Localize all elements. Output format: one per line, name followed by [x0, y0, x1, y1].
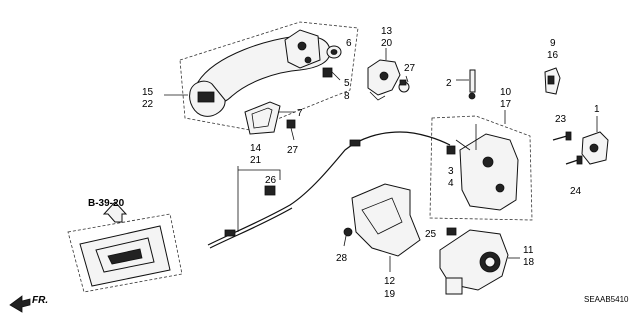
- callout-9: 9: [550, 38, 556, 49]
- callout-1: 1: [594, 104, 600, 115]
- outer-handle-assembly: [179, 21, 359, 131]
- callout-25: 25: [425, 229, 437, 240]
- callout-19: 19: [384, 289, 396, 300]
- callout-28: 28: [336, 253, 348, 264]
- bolt-part-upper: [398, 79, 410, 93]
- callout-3: 3: [448, 166, 454, 177]
- protector-screw: [343, 227, 353, 247]
- callout-18: 18: [523, 257, 535, 268]
- callout-2: 2: [446, 78, 452, 89]
- cable-clip: [264, 185, 276, 196]
- handle-base-gasket: [244, 101, 281, 135]
- clip-part: [322, 67, 333, 78]
- callout-12: 12: [384, 276, 396, 287]
- callout-4: 4: [448, 178, 454, 189]
- inside-handle-cable: [207, 131, 451, 249]
- bolt-part: [286, 119, 296, 141]
- screw-lower: [565, 155, 583, 165]
- callout-22: 22: [142, 99, 154, 110]
- diagram-code: SEAAB5410: [584, 295, 629, 304]
- callout-8: 8: [344, 91, 350, 102]
- actuator-clip: [446, 227, 457, 236]
- callout-6: 6: [346, 38, 352, 49]
- callout-27-upper: 27: [404, 63, 416, 74]
- callout-11: 11: [523, 245, 534, 256]
- grommet-part: [326, 45, 342, 59]
- callout-27-lower: 27: [287, 145, 299, 156]
- latch-protector: [351, 183, 421, 257]
- lock-rod: [468, 69, 476, 100]
- callout-15: 15: [142, 87, 154, 98]
- reference-label: B-39-20: [88, 198, 125, 209]
- callout-13: 13: [381, 26, 393, 37]
- handle-actuator: [367, 59, 401, 101]
- callout-24: 24: [570, 186, 582, 197]
- callout-5: 5: [344, 78, 350, 89]
- callout-23: 23: [555, 114, 567, 125]
- door-striker: [581, 131, 609, 165]
- inner-handle-reference: [67, 213, 183, 293]
- screw-upper: [552, 131, 572, 141]
- front-label: FR.: [32, 295, 48, 306]
- callout-21: 21: [250, 155, 262, 166]
- callout-7: 7: [297, 108, 303, 119]
- lock-actuator: [439, 229, 509, 295]
- callout-17: 17: [500, 99, 512, 110]
- rod-clip: [446, 145, 456, 155]
- callout-26: 26: [265, 175, 277, 186]
- ref-arrow-up: [102, 201, 128, 223]
- front-direction-arrow: [9, 295, 31, 313]
- callout-14: 14: [250, 143, 262, 154]
- callout-16: 16: [547, 50, 559, 61]
- latch-cover: [544, 67, 561, 95]
- latch-assembly: [429, 115, 533, 221]
- callout-10: 10: [500, 87, 512, 98]
- callout-20: 20: [381, 38, 393, 49]
